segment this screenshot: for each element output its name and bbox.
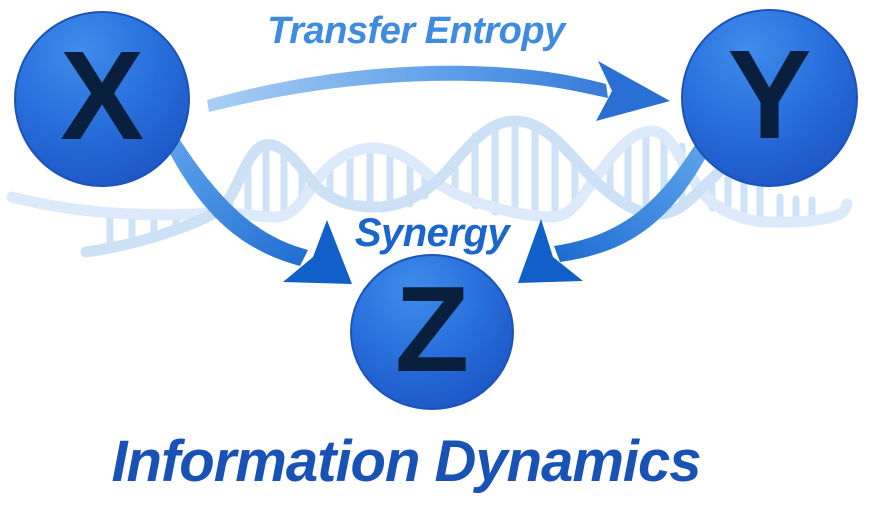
information-dynamics-caption: Information Dynamics: [111, 429, 701, 494]
helix-strand-a: [6, 125, 853, 228]
x-to-z-arrow-body: [166, 140, 308, 266]
synergy-label: Synergy: [354, 211, 510, 255]
transfer-entropy-arrow-body: [207, 65, 608, 112]
node-z: Z: [350, 254, 514, 410]
y-to-z-arrow: [518, 140, 712, 283]
node-z-label: Z: [394, 261, 470, 397]
transfer-entropy-arrow: [207, 61, 670, 121]
y-to-z-arrow-body: [554, 140, 712, 262]
y-to-z-arrowhead: [518, 219, 583, 283]
x-to-z-arrowhead: [283, 220, 352, 284]
x-to-z-arrow: [166, 140, 352, 284]
node-y: Y: [681, 9, 858, 187]
node-y-label: Y: [727, 24, 812, 165]
transfer-entropy-arrowhead: [596, 61, 670, 121]
node-x-label: X: [59, 25, 145, 166]
transfer-entropy-label: Transfer Entropy: [267, 10, 565, 52]
node-x: X: [14, 11, 190, 187]
